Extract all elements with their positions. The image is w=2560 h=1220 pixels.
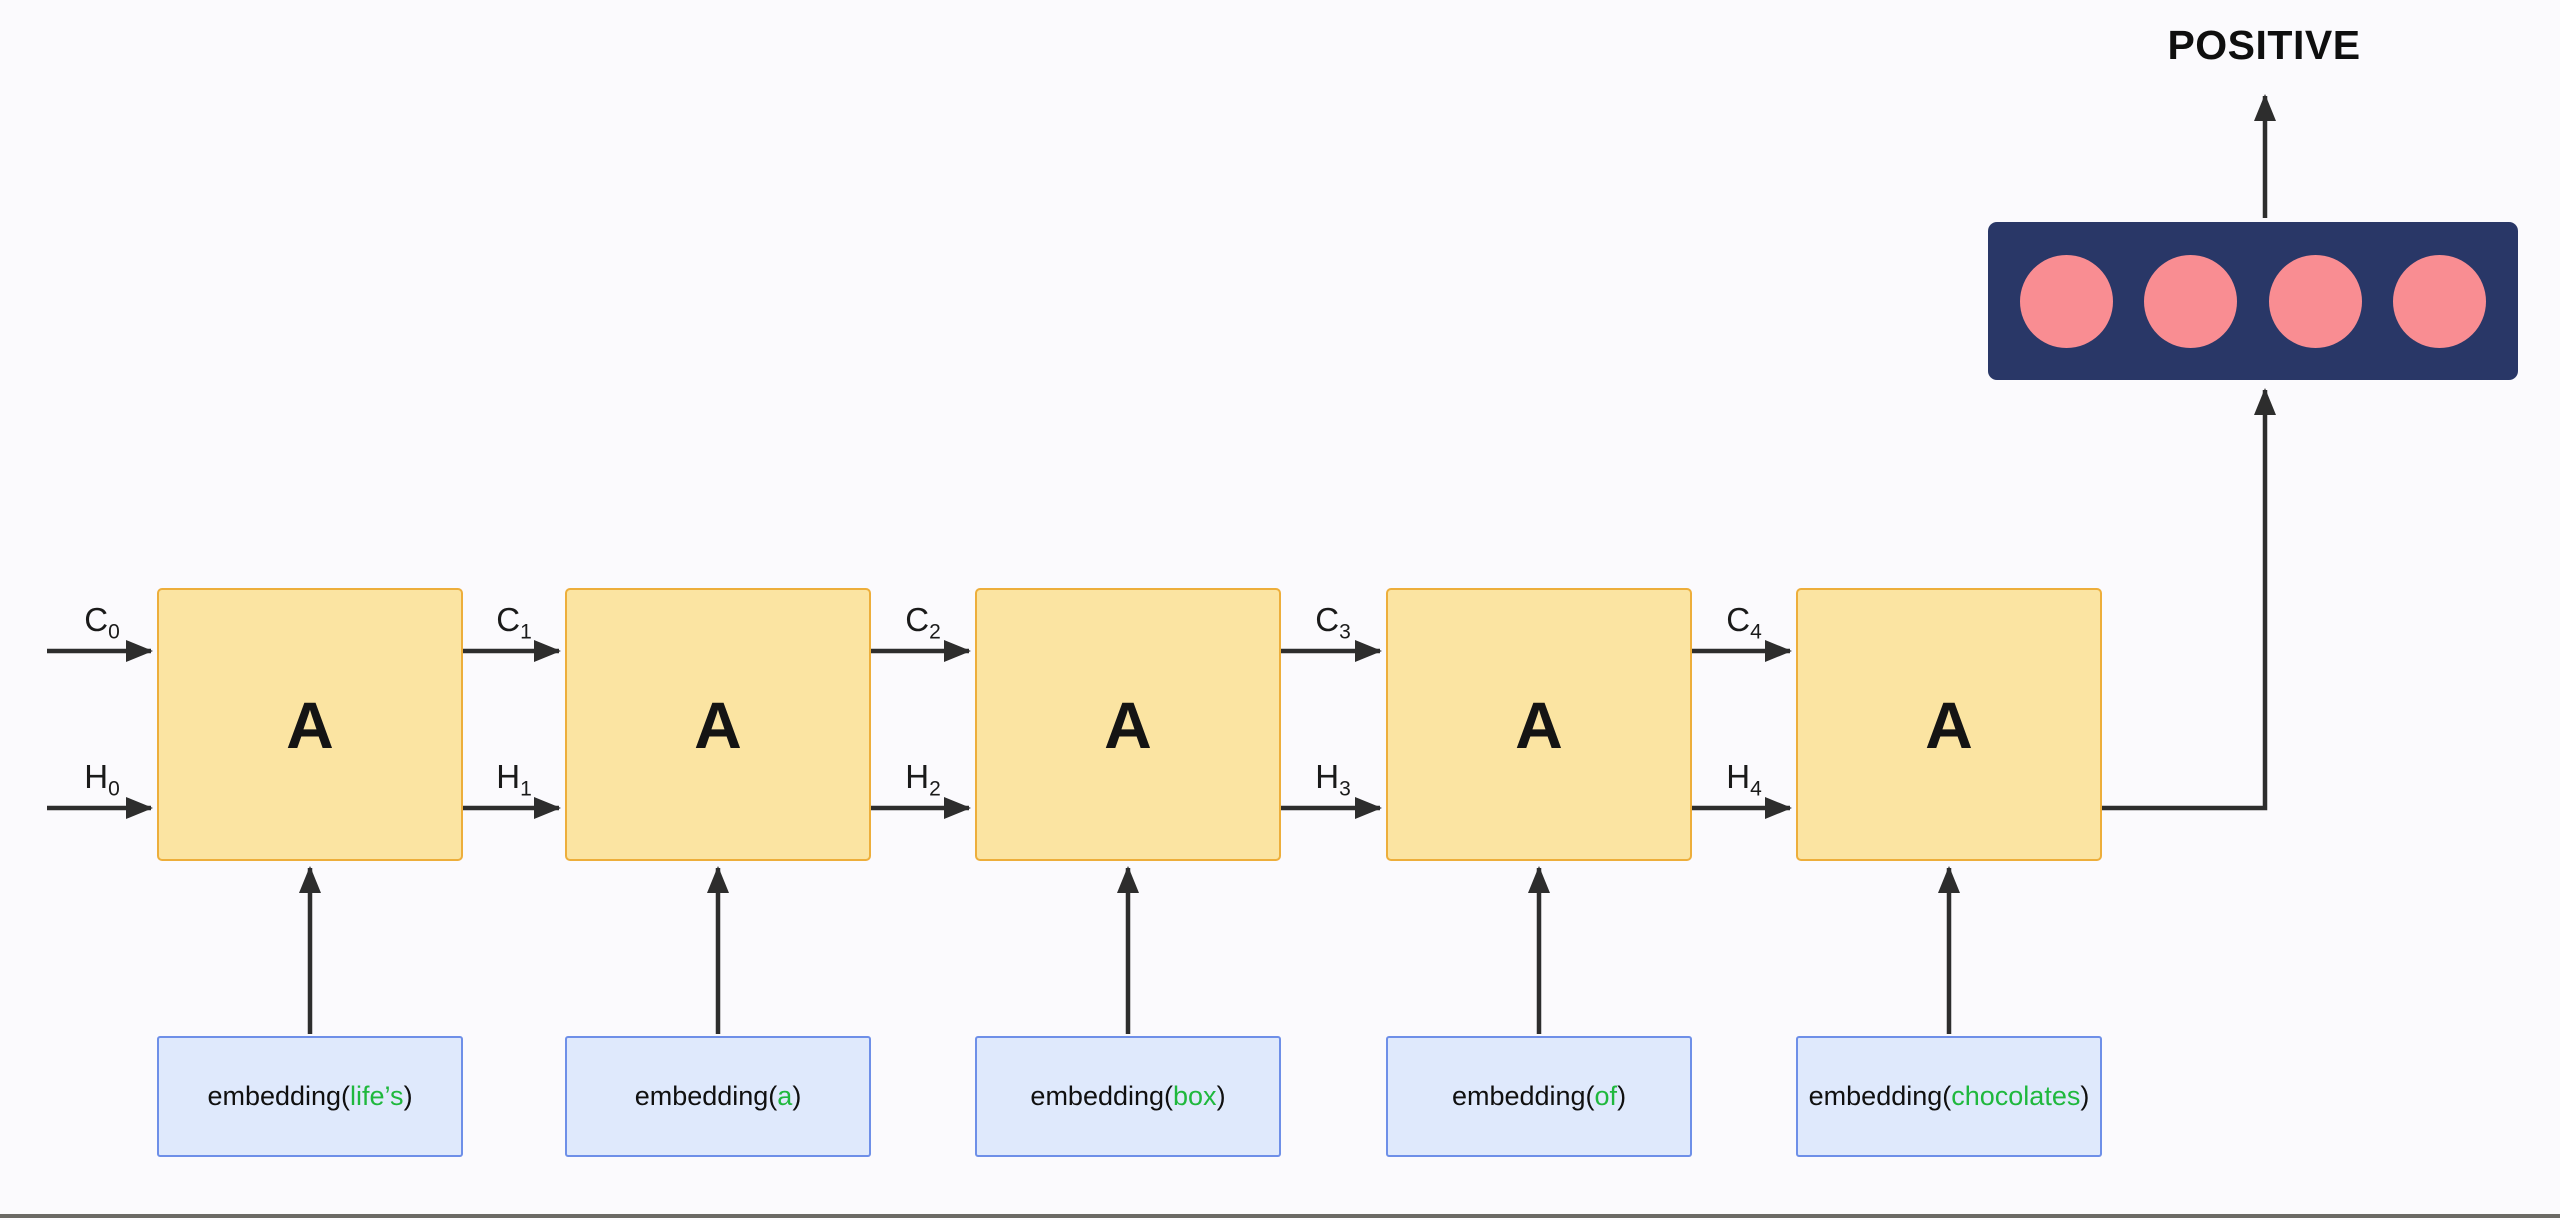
neuron-1: [2019, 254, 2113, 348]
embed-prefix: embedding(: [207, 1081, 351, 1111]
output-class-label: POSITIVE: [2167, 22, 2361, 68]
label-c2: C2: [905, 601, 941, 644]
embedding-box-2: embedding(a): [565, 1036, 871, 1157]
label-h3: H3: [1315, 758, 1351, 801]
embed-prefix: embedding(: [1808, 1081, 1952, 1111]
rnn-cell-1: A: [157, 588, 463, 861]
embed-word: life’s: [350, 1081, 404, 1111]
embed-word: a: [777, 1081, 793, 1111]
neuron-3: [2268, 254, 2362, 348]
embed-suffix: ): [1617, 1081, 1627, 1111]
embed-prefix: embedding(: [1030, 1081, 1174, 1111]
bottom-divider: [0, 1214, 2560, 1218]
embed-suffix: ): [1216, 1081, 1226, 1111]
embed-suffix: ): [792, 1081, 802, 1111]
arrow-hidden-to-dense: [2102, 388, 2276, 811]
neuron-4: [2393, 254, 2487, 348]
label-c1: C1: [496, 601, 532, 644]
label-c0: C0: [84, 601, 120, 644]
embed-prefix: embedding(: [1451, 1081, 1595, 1111]
embedding-box-4: embedding(of): [1386, 1036, 1692, 1157]
label-h1: H1: [496, 758, 532, 801]
label-h4: H4: [1726, 758, 1762, 801]
cell-label: A: [1104, 687, 1152, 762]
embed-word: chocolates: [1951, 1081, 2081, 1111]
embed-suffix: ): [2080, 1081, 2090, 1111]
label-h0: H0: [84, 758, 120, 801]
embedding-box-1: embedding(life’s): [157, 1036, 463, 1157]
label-c3: C3: [1315, 601, 1351, 644]
cell-label: A: [1925, 687, 1973, 762]
embedding-box-3: embedding(box): [975, 1036, 1281, 1157]
rnn-cell-4: A: [1386, 588, 1692, 861]
embed-word: box: [1173, 1081, 1217, 1111]
cell-label: A: [1515, 687, 1563, 762]
label-h2: H2: [905, 758, 941, 801]
embedding-box-5: embedding(chocolates): [1796, 1036, 2102, 1157]
embed-prefix: embedding(: [634, 1081, 778, 1111]
rnn-cell-5: A: [1796, 588, 2102, 861]
cell-label: A: [694, 687, 742, 762]
rnn-cell-2: A: [565, 588, 871, 861]
embed-suffix: ): [403, 1081, 413, 1111]
label-c4: C4: [1726, 601, 1762, 644]
embed-word: of: [1594, 1081, 1618, 1111]
neuron-2: [2144, 254, 2238, 348]
dense-output-layer: [1988, 222, 2518, 380]
rnn-cell-3: A: [975, 588, 1281, 861]
cell-label: A: [286, 687, 334, 762]
